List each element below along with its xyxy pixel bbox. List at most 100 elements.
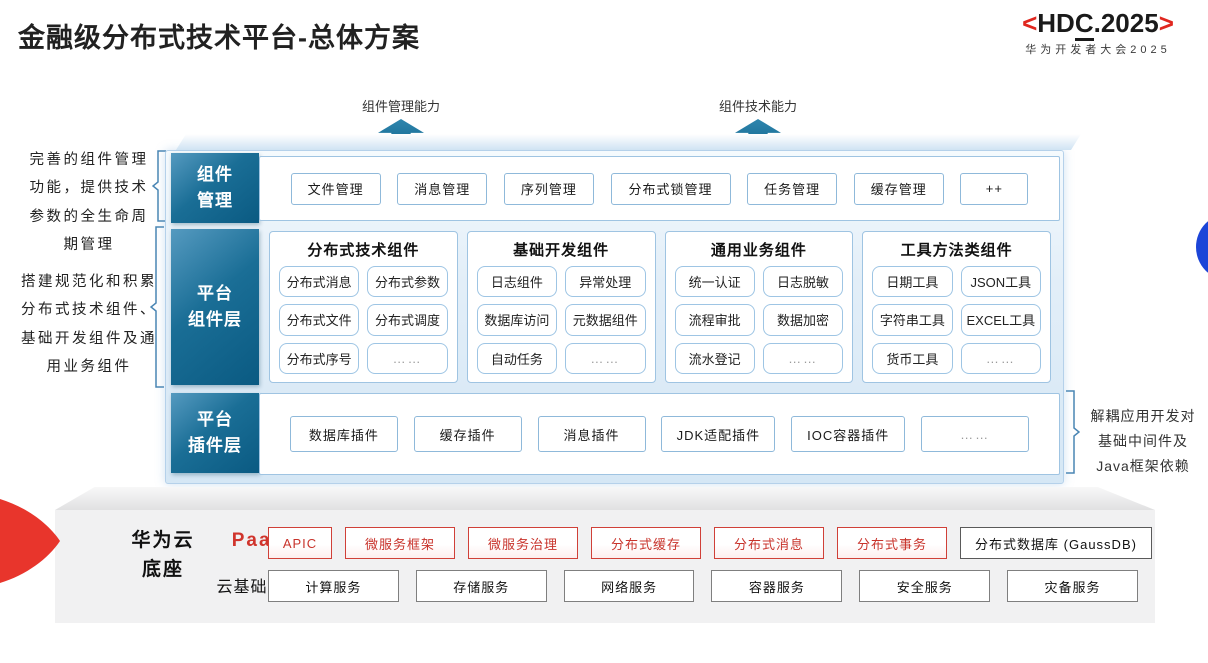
cloud-service: 存储服务 [415,570,547,602]
paas-service: 分布式事务 [837,527,947,559]
column-common-business: 通用业务组件 统一认证 日志脱敏 流程审批 数据加密 流水登记 …… [664,231,854,383]
hdc-logo-text: <HDC.2025> [998,8,1198,41]
cloud-service: 网络服务 [563,570,695,602]
paas-service: 分布式缓存 [591,527,701,559]
platform-component-columns: 分布式技术组件 分布式消息 分布式参数 分布式文件 分布式调度 分布式序号 ……… [269,231,1051,383]
column-header: 工具方法类组件 [900,242,1013,259]
component-pill: 统一认证 [674,266,755,298]
component-pill: 货币工具 [872,342,953,374]
column-grid: 日志组件 异常处理 数据库访问 元数据组件 自动任务 …… [476,266,646,374]
column-tool-methods: 工具方法类组件 日期工具 JSON工具 字符串工具 EXCEL工具 货币工具 …… [862,231,1051,383]
component-pill: 字符串工具 [872,304,953,336]
row-label-component-mgmt: 组件 管理 [171,153,259,223]
huawei-cloud-base-label: 华为云 底座 [103,527,223,584]
capability-management-label: 组件管理能力 [361,99,440,114]
left-bracket-icon [150,226,164,388]
component-pill: 分布式调度 [367,304,448,336]
row-label-line: 组件层 [188,310,242,329]
plugin-item-more: …… [921,416,1030,452]
component-pill-more: …… [565,342,646,374]
column-grid: 日期工具 JSON工具 字符串工具 EXCEL工具 货币工具 …… [872,266,1041,374]
cloud-service: 灾备服务 [1007,570,1138,602]
paas-services-row: APIC 微服务框架 微服务治理 分布式缓存 分布式消息 分布式事务 分布式数据… [268,527,1152,559]
plugin-panel: 数据库插件 缓存插件 消息插件 JDK适配插件 IOC容器插件 …… [259,393,1060,475]
component-pill-more: …… [960,342,1041,374]
row-label-platform-components: 平台 组件层 [171,229,259,385]
row-label-line: 插件层 [188,436,242,455]
paas-service: 分布式消息 [714,527,824,559]
column-header: 分布式技术组件 [307,242,420,259]
component-pill: 日期工具 [872,266,953,298]
paas-service-gaussdb: 分布式数据库 (GaussDB) [960,527,1152,559]
component-pill: 流水登记 [674,342,755,374]
blue-circle-decoration [1196,214,1208,280]
component-pill: EXCEL工具 [960,304,1041,336]
component-mgmt-item: 序列管理 [503,172,594,205]
logo-right-bracket: > [1158,8,1174,38]
component-mgmt-item: 消息管理 [397,172,488,205]
hdc-logo-subtitle: 华为开发者大会2025 [1025,44,1171,57]
hdc-logo: <HDC.2025> 华为开发者大会2025 [998,8,1198,57]
component-pill: 日志组件 [476,266,558,298]
component-pill: 分布式参数 [367,266,448,298]
component-mgmt-item: 缓存管理 [853,172,944,205]
note-lifecycle: 完善的组件管理功能，提供技术参数的全生命周期管理 [29,152,149,253]
cloud-service: 安全服务 [859,570,991,602]
capability-technology-label: 组件技术能力 [718,99,797,114]
component-mgmt-item: 任务管理 [747,172,838,205]
row-label-line: 组件 [197,164,233,184]
row-label-line: 平台 [197,283,233,303]
page-title: 金融级分布式技术平台-总体方案 [18,23,420,53]
component-mgmt-item-more: ++ [960,172,1029,205]
column-grid: 统一认证 日志脱敏 流程审批 数据加密 流水登记 …… [674,266,844,374]
plugin-item: JDK适配插件 [661,416,776,452]
component-pill: 分布式文件 [279,304,360,336]
huawei-cloud-base-line: 华为云 [131,530,195,551]
left-bracket-icon [152,150,166,222]
paas-service: 微服务治理 [468,527,578,559]
component-pill: 自动任务 [476,342,558,374]
row-label-line: 管理 [197,191,233,210]
plugin-items: 数据库插件 缓存插件 消息插件 JDK适配插件 IOC容器插件 …… [260,394,1059,474]
right-bracket-icon [1066,390,1080,474]
column-grid: 分布式消息 分布式参数 分布式文件 分布式调度 分布式序号 …… [279,266,448,374]
foundation-slab-top-face [55,487,1155,510]
plugin-item: 数据库插件 [289,416,398,452]
component-pill: 异常处理 [565,266,646,298]
component-pill-more: …… [762,342,844,374]
paas-service: APIC [268,527,332,559]
component-pill: 数据加密 [762,304,844,336]
cloud-services-row: 计算服务 存储服务 网络服务 容器服务 安全服务 灾备服务 [268,570,1138,602]
foundation-slab: 华为云 底座 PaaS APIC 微服务框架 微服务治理 分布式缓存 分布式消息… [55,510,1155,623]
note-decouple: 解耦应用开发对基础中间件及Java框架依赖 [1090,408,1196,475]
logo-pre: HD [1037,8,1075,38]
column-header: 基础开发组件 [513,242,610,259]
note-components: 搭建规范化和积累分布式技术组件、基础开发组件及通用业务组件 [21,274,157,375]
column-basic-dev: 基础开发组件 日志组件 异常处理 数据库访问 元数据组件 自动任务 …… [466,231,656,383]
logo-underlined-c: C [1074,8,1094,41]
logo-post: .2025 [1093,8,1159,38]
component-pill: JSON工具 [960,266,1041,298]
plugin-item: 缓存插件 [413,416,522,452]
component-pill: 流程审批 [674,304,755,336]
plugin-item: IOC容器插件 [791,416,906,452]
component-pill: 数据库访问 [476,304,558,336]
component-pill: 分布式序号 [279,342,360,374]
column-distributed-tech: 分布式技术组件 分布式消息 分布式参数 分布式文件 分布式调度 分布式序号 …… [269,231,458,383]
component-mgmt-item: 文件管理 [290,172,381,205]
component-pill-more: …… [367,342,448,374]
component-mgmt-item: 分布式锁管理 [610,172,731,205]
component-pill: 分布式消息 [279,266,360,298]
platform-diagram: 组件 管理 文件管理 消息管理 序列管理 分布式锁管理 任务管理 缓存管理 ++… [165,150,1064,484]
row-label-platform-plugins: 平台 插件层 [171,393,259,473]
plugin-item: 消息插件 [537,416,646,452]
component-pill: 日志脱敏 [762,266,844,298]
component-mgmt-items: 文件管理 消息管理 序列管理 分布式锁管理 任务管理 缓存管理 ++ [260,157,1059,220]
paas-service: 微服务框架 [345,527,455,559]
component-pill: 元数据组件 [565,304,646,336]
red-wedge-icon [0,499,60,583]
huawei-cloud-base-line: 底座 [141,558,184,580]
row-label-line: 平台 [197,409,233,429]
column-header: 通用业务组件 [710,242,807,259]
